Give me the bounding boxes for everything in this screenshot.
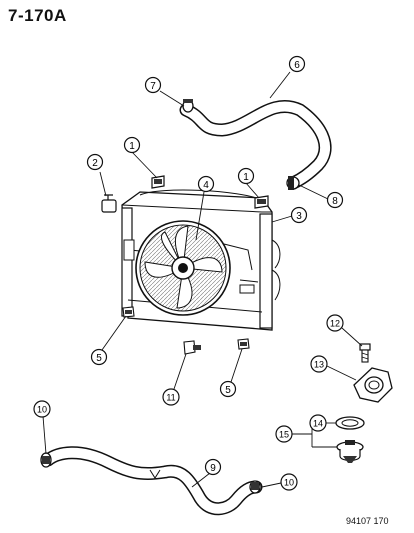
callout-1b: 1 xyxy=(237,167,255,185)
upper-insulator xyxy=(151,175,165,189)
drain-cock xyxy=(183,340,201,355)
callout-15: 15 xyxy=(275,425,293,443)
callout-label: 12 xyxy=(330,319,340,329)
callout-label: 5 xyxy=(96,353,102,364)
hose-clamp xyxy=(182,99,194,113)
callout-label: 11 xyxy=(166,393,175,403)
callout-label: 7 xyxy=(150,81,156,92)
callout-5b: 5 xyxy=(219,380,237,398)
thermostat-gasket xyxy=(335,416,365,430)
cooling-fan xyxy=(135,220,253,316)
callout-2: 2 xyxy=(86,153,104,171)
callout-label: 5 xyxy=(225,385,231,396)
callout-label: 10 xyxy=(284,478,294,488)
callout-8: 8 xyxy=(326,191,344,209)
upper-insulator xyxy=(254,195,269,209)
lower-insulator xyxy=(237,338,250,350)
callout-label: 14 xyxy=(313,419,323,429)
hose-clamp xyxy=(40,452,52,468)
callout-10b: 10 xyxy=(280,473,298,491)
callout-label: 13 xyxy=(314,360,324,370)
callout-label: 1 xyxy=(243,172,249,183)
callout-7: 7 xyxy=(144,76,162,94)
callout-label: 8 xyxy=(332,196,338,207)
callout-label: 4 xyxy=(203,180,209,191)
callout-label: 6 xyxy=(294,60,300,71)
hose-clamp xyxy=(286,176,300,190)
callout-6: 6 xyxy=(288,55,306,73)
callout-1a: 1 xyxy=(123,136,141,154)
leader-lines xyxy=(42,71,363,488)
hose-clamp xyxy=(249,480,261,494)
callout-5a: 5 xyxy=(90,348,108,366)
page-code: 7-170A xyxy=(8,6,67,25)
callout-10a: 10 xyxy=(33,400,51,418)
thermostat-housing-bolt xyxy=(359,343,371,363)
lower-insulator xyxy=(122,306,135,318)
lower-radiator-hose xyxy=(41,446,263,516)
callout-9: 9 xyxy=(204,458,222,476)
callout-13: 13 xyxy=(310,355,328,373)
callout-14: 14 xyxy=(309,414,327,432)
callout-label: 1 xyxy=(129,141,135,152)
callout-label: 15 xyxy=(279,430,289,440)
callout-3: 3 xyxy=(290,206,308,224)
callout-label: 10 xyxy=(37,405,47,415)
callout-label: 9 xyxy=(210,463,216,474)
callout-4: 4 xyxy=(197,175,215,193)
reference-code: 94107 170 xyxy=(346,516,389,526)
upper-radiator-hose xyxy=(179,100,332,190)
callout-label: 2 xyxy=(92,158,98,169)
thermostat xyxy=(336,440,364,463)
callout-12: 12 xyxy=(326,314,344,332)
callout-label: 3 xyxy=(296,211,302,222)
callout-11: 11 xyxy=(162,388,180,406)
thermostat-housing xyxy=(353,367,393,403)
